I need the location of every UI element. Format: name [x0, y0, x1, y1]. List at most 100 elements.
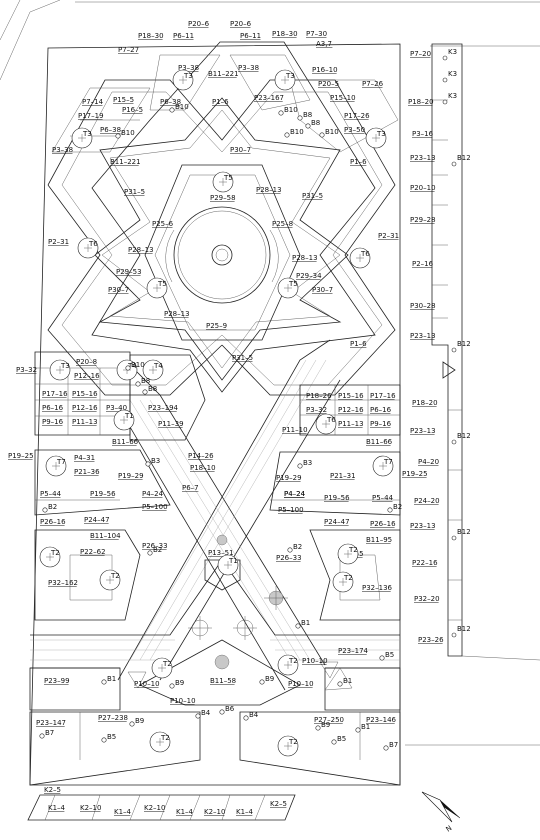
bed-label: B11–95: [366, 536, 392, 544]
strip-dot: [451, 632, 457, 638]
bulb-dot: [101, 679, 107, 685]
strip-label: P2–16: [412, 260, 434, 268]
bed-label: P9–16: [370, 420, 392, 428]
bottom-strip-label: K1–4: [236, 808, 254, 816]
tree-center-mark: [120, 416, 128, 424]
bulb-label: B1: [361, 723, 370, 731]
bottom-strip-label: K1–4: [176, 808, 194, 816]
tree-center-mark: [56, 366, 64, 374]
bulb-label: B5: [337, 735, 346, 743]
bed-label: P6–7: [182, 484, 199, 492]
bed-label: P10–10: [302, 657, 328, 665]
bed-label: P10–10: [170, 697, 196, 705]
tree-label: T7: [56, 458, 66, 466]
tree-label: T2: [288, 738, 298, 746]
tree-center-mark: [84, 244, 92, 252]
bed-label: P15–5: [113, 96, 134, 104]
bed-label: P27–238: [98, 714, 128, 722]
bed-label: P26–33: [276, 554, 302, 562]
bulb-dot: [295, 623, 301, 629]
north-label: N: [445, 824, 454, 834]
bed-label: P4–24: [284, 490, 306, 498]
bulb-label: B8: [148, 385, 157, 393]
bed-label: P26–33: [142, 542, 168, 550]
bed-label: B11–66: [112, 438, 139, 446]
bed-label: P23–147: [36, 719, 66, 727]
bed-label: P17–26: [344, 112, 370, 120]
bulb-label: B5: [107, 733, 116, 741]
bed-label: P20–6: [188, 20, 210, 28]
strip-label: P23–26: [418, 636, 444, 644]
strip-label: P18–20: [408, 98, 434, 106]
bulb-dot: [135, 381, 141, 387]
bed-label: P6–16: [370, 406, 392, 414]
bulb-label: B10: [284, 106, 298, 114]
bulb-dot: [259, 679, 265, 685]
bed-label: P26–16: [370, 520, 396, 528]
strip-dot: [451, 161, 457, 167]
bed-label: P23–174: [338, 647, 369, 655]
bed-label: P14–26: [188, 452, 214, 460]
bed-label: P28–13: [164, 310, 190, 318]
bed-label: P15–10: [330, 94, 356, 102]
bed-label: P23–167: [254, 94, 284, 102]
bed-label: B11–221: [208, 70, 239, 78]
tree-label: T2: [162, 660, 172, 668]
tree-label: T2: [160, 734, 170, 742]
bed-label: P30–7: [230, 146, 251, 154]
tree-label: T5: [223, 174, 233, 182]
tree-center-mark: [284, 742, 292, 750]
strip-mark-label: B12: [457, 625, 471, 633]
strip-mark-label: K3: [448, 70, 457, 78]
bed-label: P20–6: [230, 20, 252, 28]
tree-label: T1: [124, 412, 134, 420]
bed-label: P31–5: [124, 188, 145, 196]
strip-mark-label: B12: [457, 432, 471, 440]
bulb-label: B5: [385, 651, 394, 659]
bed-label: P29–58: [210, 194, 236, 202]
bed-label: P19–25: [402, 470, 428, 478]
strip-mark-label: B12: [457, 154, 471, 162]
tree-label: T1: [228, 557, 238, 565]
strip-label: P4–20: [418, 458, 439, 466]
bed-label: P18–30: [138, 32, 164, 40]
tree-label: T2: [343, 574, 353, 582]
bulb-label: B1: [107, 675, 116, 683]
bulb-label: B10: [290, 128, 304, 136]
strip-label: P23–13: [410, 332, 436, 340]
tree-label: T5: [157, 280, 167, 288]
bed-label: B11–104: [90, 532, 121, 540]
strip-dot: [451, 535, 457, 541]
bed-label: P10–10: [288, 680, 314, 688]
strip-label: P23–13: [410, 154, 436, 162]
strip-label: P3–16: [412, 130, 434, 138]
bed-label: P5–100: [278, 506, 304, 514]
bed-label: A3,7: [316, 40, 332, 48]
bulb-dot: [39, 733, 45, 739]
bulb-dot: [315, 725, 321, 731]
bed-label: P28–13: [292, 254, 318, 262]
bed-label: P20–5: [318, 80, 339, 88]
bed-label: P29–53: [116, 268, 142, 276]
bed-label: P16–5: [122, 106, 143, 114]
tree-label: T6: [326, 416, 336, 424]
tree-label: T3: [82, 130, 92, 138]
bulb-dot: [297, 115, 303, 121]
bed-label: B11–221: [110, 158, 141, 166]
bed-label: P11–13: [72, 418, 98, 426]
bed-label: P7–26: [362, 80, 384, 88]
bed-label: P4–31: [74, 454, 95, 462]
north-arrow: [421, 791, 461, 823]
bed-label: P15–16: [72, 390, 98, 398]
bed-label: P13–51: [208, 549, 234, 557]
bulb-label: B7: [389, 741, 398, 749]
bulb-dot: [42, 507, 48, 513]
bed-label: B11–66: [366, 438, 393, 446]
bulb-label: B8: [303, 111, 312, 119]
bulb-dot: [287, 547, 293, 553]
tree-center-mark: [46, 553, 54, 561]
bulb-label: B2: [393, 503, 402, 511]
